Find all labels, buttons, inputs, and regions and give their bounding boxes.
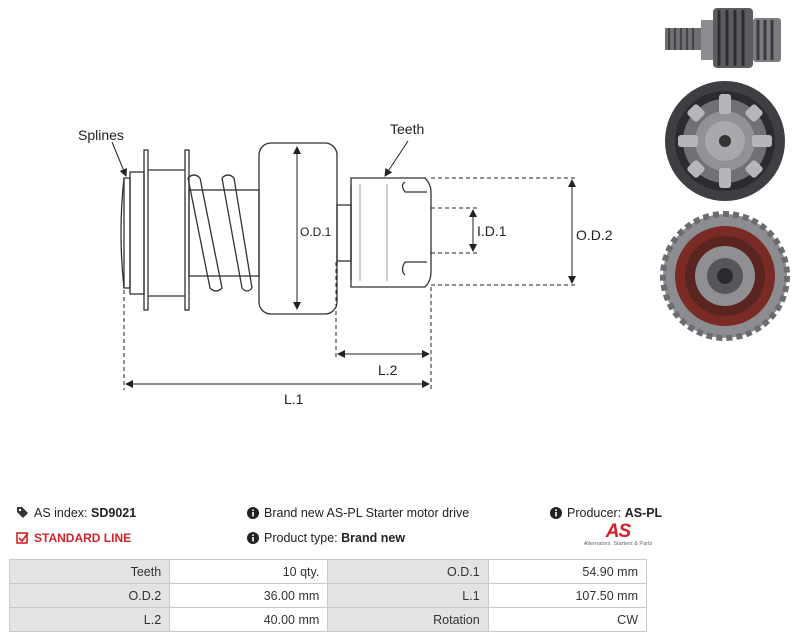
od1-label: O.D.1 (300, 225, 332, 239)
spec-value: 40.00 mm (169, 607, 329, 632)
product-photo-side (655, 4, 795, 68)
spec-value: 107.50 mm (487, 583, 648, 608)
specs-table: Teeth 10 qty. O.D.1 54.90 mm O.D.2 36.00… (8, 559, 648, 632)
table-row: Teeth 10 qty. O.D.1 54.90 mm (8, 559, 648, 584)
spec-label: L.1 (327, 583, 489, 608)
table-row: O.D.2 36.00 mm L.1 107.50 mm (8, 583, 648, 608)
spec-value: CW (487, 607, 648, 632)
product-type-label: Product type: (264, 531, 338, 545)
od2-label: O.D.2 (576, 227, 613, 243)
standard-line: STANDARD LINE (16, 531, 131, 547)
info-icon (247, 532, 259, 547)
info-icon (247, 507, 259, 522)
description-text: Brand new AS-PL Starter motor drive (264, 506, 470, 520)
l2-label: L.2 (378, 362, 398, 378)
as-pl-logo: AS Alternators, Starters & Parts (583, 521, 653, 547)
teeth-label: Teeth (390, 121, 424, 137)
logo-mark: AS (605, 521, 631, 542)
spec-value: 54.90 mm (487, 559, 648, 584)
splines-label: Splines (78, 127, 124, 143)
technical-drawing: Splines Teeth O.D.1 O.D.2 I.D.1 L.2 L.1 (78, 121, 613, 407)
description: Brand new AS-PL Starter motor drive (247, 506, 469, 522)
spec-label: Teeth (8, 559, 171, 584)
standard-line-label: STANDARD LINE (34, 531, 132, 545)
as-index: AS index: SD9021 (16, 506, 136, 522)
flange (143, 149, 149, 311)
l1-label: L.1 (284, 391, 304, 407)
producer: Producer: AS-PL (550, 506, 662, 522)
splines-end (123, 177, 131, 289)
pinion (350, 177, 432, 288)
product-type: Product type: Brand new (247, 531, 405, 547)
table-row: L.2 40.00 mm Rotation CW (8, 607, 648, 632)
producer-value: AS-PL (624, 506, 663, 520)
check-square-icon (16, 531, 29, 547)
spec-value: 10 qty. (169, 559, 329, 584)
info-icon (550, 507, 562, 522)
as-index-value: SD9021 (91, 506, 137, 520)
as-index-label: AS index: (34, 506, 88, 520)
producer-label: Producer: (567, 506, 622, 520)
product-photo-back (655, 211, 795, 341)
spec-label: Rotation (327, 607, 489, 632)
spec-value: 36.00 mm (169, 583, 329, 608)
logo-tagline: Alternators, Starters & Parts (583, 541, 653, 547)
spec-label: O.D.1 (327, 559, 489, 584)
id1-label: I.D.1 (477, 223, 507, 239)
product-photo-front (655, 76, 795, 206)
product-type-value: Brand new (341, 531, 406, 545)
spring (187, 177, 253, 289)
tag-icon (16, 506, 29, 522)
spec-label: L.2 (8, 607, 171, 632)
spec-label: O.D.2 (8, 583, 171, 608)
